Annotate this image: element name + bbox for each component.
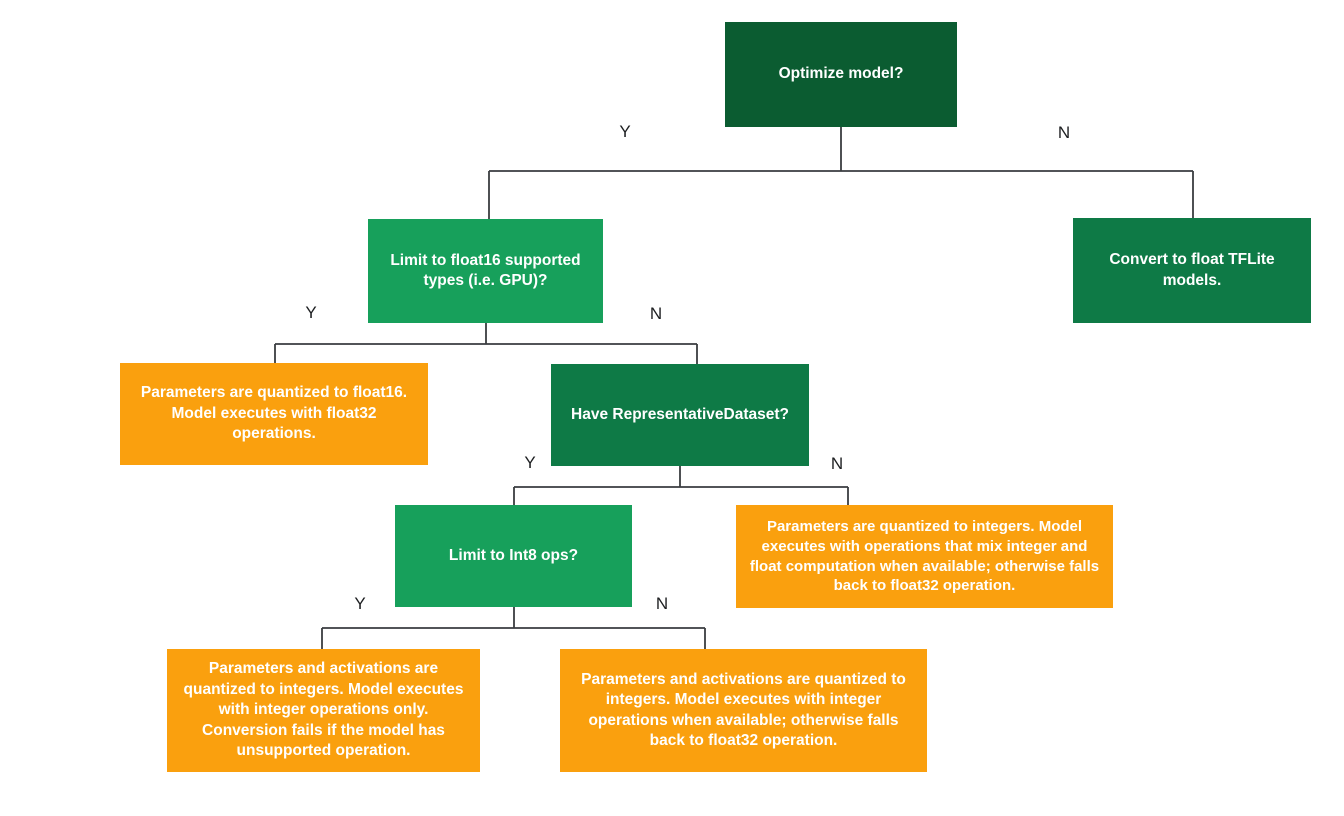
node-convert-float-tflite-label: Convert to float TFLite models. xyxy=(1109,251,1275,289)
node-int8-only-result: Parameters and activations are quantized… xyxy=(167,649,480,772)
node-float16-result: Parameters are quantized to float16. Mod… xyxy=(120,363,428,465)
node-int8-only-result-label: Parameters and activations are quantized… xyxy=(183,660,464,760)
node-int8-fallback-result: Parameters and activations are quantized… xyxy=(560,649,927,772)
node-have-representative-dataset: Have RepresentativeDataset? xyxy=(551,364,809,466)
node-float16-result-label: Parameters are quantized to float16. Mod… xyxy=(140,384,408,443)
node-dynamic-range-result: Parameters are quantized to integers. Mo… xyxy=(736,505,1113,608)
node-limit-int8-ops-label: Limit to Int8 ops? xyxy=(448,546,579,564)
node-dynamic-range-result-label: Parameters are quantized to integers. Mo… xyxy=(749,517,1100,595)
connector-float16-branch xyxy=(274,323,698,364)
edge-label-repdataset-no: N xyxy=(830,454,844,473)
connector-optimize-branch xyxy=(488,127,1194,219)
node-limit-int8-ops: Limit to Int8 ops? xyxy=(395,505,632,607)
edge-label-optimize-yes: Y xyxy=(619,122,631,141)
node-limit-float16: Limit to float16 supported types (i.e. G… xyxy=(368,219,603,323)
connector-int8-branch xyxy=(321,607,706,649)
edge-label-int8-yes: Y xyxy=(354,594,366,613)
node-convert-float-tflite: Convert to float TFLite models. xyxy=(1073,218,1311,323)
node-limit-float16-label: Limit to float16 supported types (i.e. G… xyxy=(390,251,581,289)
node-optimize-model-label: Optimize model? xyxy=(778,65,904,83)
node-optimize-model: Optimize model? xyxy=(725,22,957,127)
node-int8-fallback-result-label: Parameters and activations are quantized… xyxy=(581,670,906,749)
connector-repdataset-branch xyxy=(513,466,849,505)
node-have-representative-dataset-label: Have RepresentativeDataset? xyxy=(571,405,789,423)
edge-label-float16-yes: Y xyxy=(305,303,317,322)
edge-label-int8-no: N xyxy=(655,594,669,613)
edge-label-float16-no: N xyxy=(649,304,663,323)
edge-label-repdataset-yes: Y xyxy=(524,453,536,472)
edge-label-optimize-no: N xyxy=(1057,123,1071,142)
